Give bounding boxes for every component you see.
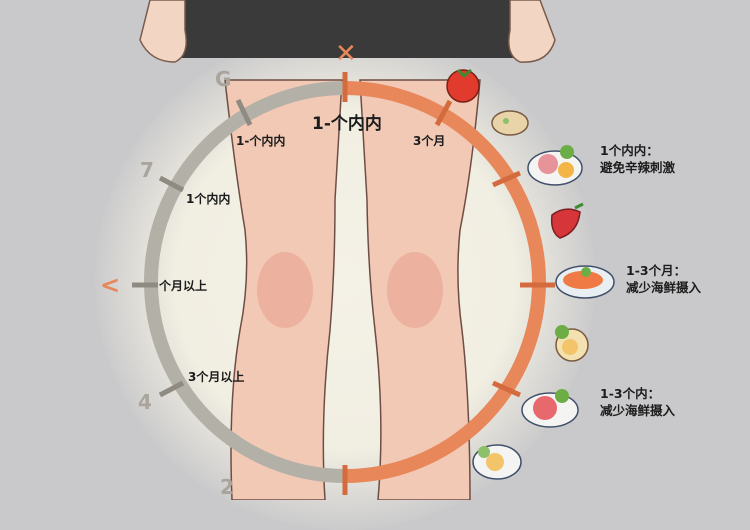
dial-mark-g: G	[215, 67, 232, 91]
dial-ticks-orange	[342, 72, 555, 495]
note-1: 1个内内： 避免辛辣刺激	[600, 142, 675, 176]
dial-label-2: 1个内内	[186, 192, 231, 206]
food-egg	[555, 325, 589, 362]
dial-label-3: 个月以上	[159, 279, 208, 293]
food-egg-salad	[472, 444, 522, 480]
food-ham-plate	[527, 145, 583, 186]
note-1-title: 1个内内：	[600, 143, 659, 158]
note-3-text: 减少海鲜摄入	[600, 403, 676, 418]
note-2-text: 减少海鲜摄入	[626, 280, 702, 295]
note-3-title: 1-3个内：	[600, 386, 661, 401]
note-2-title: 1-3个月：	[626, 263, 687, 278]
top-cross-mark: ✕	[335, 39, 357, 69]
right-hand	[508, 0, 556, 63]
dial-mark-left-arrow: <	[100, 271, 121, 299]
food-strawberry	[550, 202, 584, 239]
dial-mark-7: 7	[140, 158, 154, 182]
dial-ticks-gray	[132, 98, 253, 398]
food-shrimp-bowl	[555, 265, 615, 299]
food-toast	[491, 110, 529, 136]
shorts	[180, 0, 520, 58]
food-tomato	[446, 68, 480, 103]
dial-orange-arc	[344, 81, 546, 483]
dial-mark-4: 4	[138, 390, 152, 414]
note-3: 1-3个内： 减少海鲜摄入	[600, 385, 675, 419]
dial-mark-2: 2	[220, 475, 234, 499]
food-meat-plate	[521, 389, 579, 428]
note-2: 1-3个月： 减少海鲜摄入	[626, 262, 701, 296]
dial-label-right: 3个月	[413, 134, 446, 148]
dial-gray-arc	[144, 81, 346, 483]
note-1-text: 避免辛辣刺激	[600, 160, 676, 175]
dial-label-4: 3个月以上	[188, 370, 245, 384]
dial-label-1: 1-个内内	[236, 134, 286, 148]
dial-top-label: 1-个内内	[312, 114, 382, 134]
right-knee	[387, 252, 443, 328]
illustration: ✕	[132, 0, 615, 500]
left-knee	[257, 252, 313, 328]
left-hand	[139, 0, 187, 63]
